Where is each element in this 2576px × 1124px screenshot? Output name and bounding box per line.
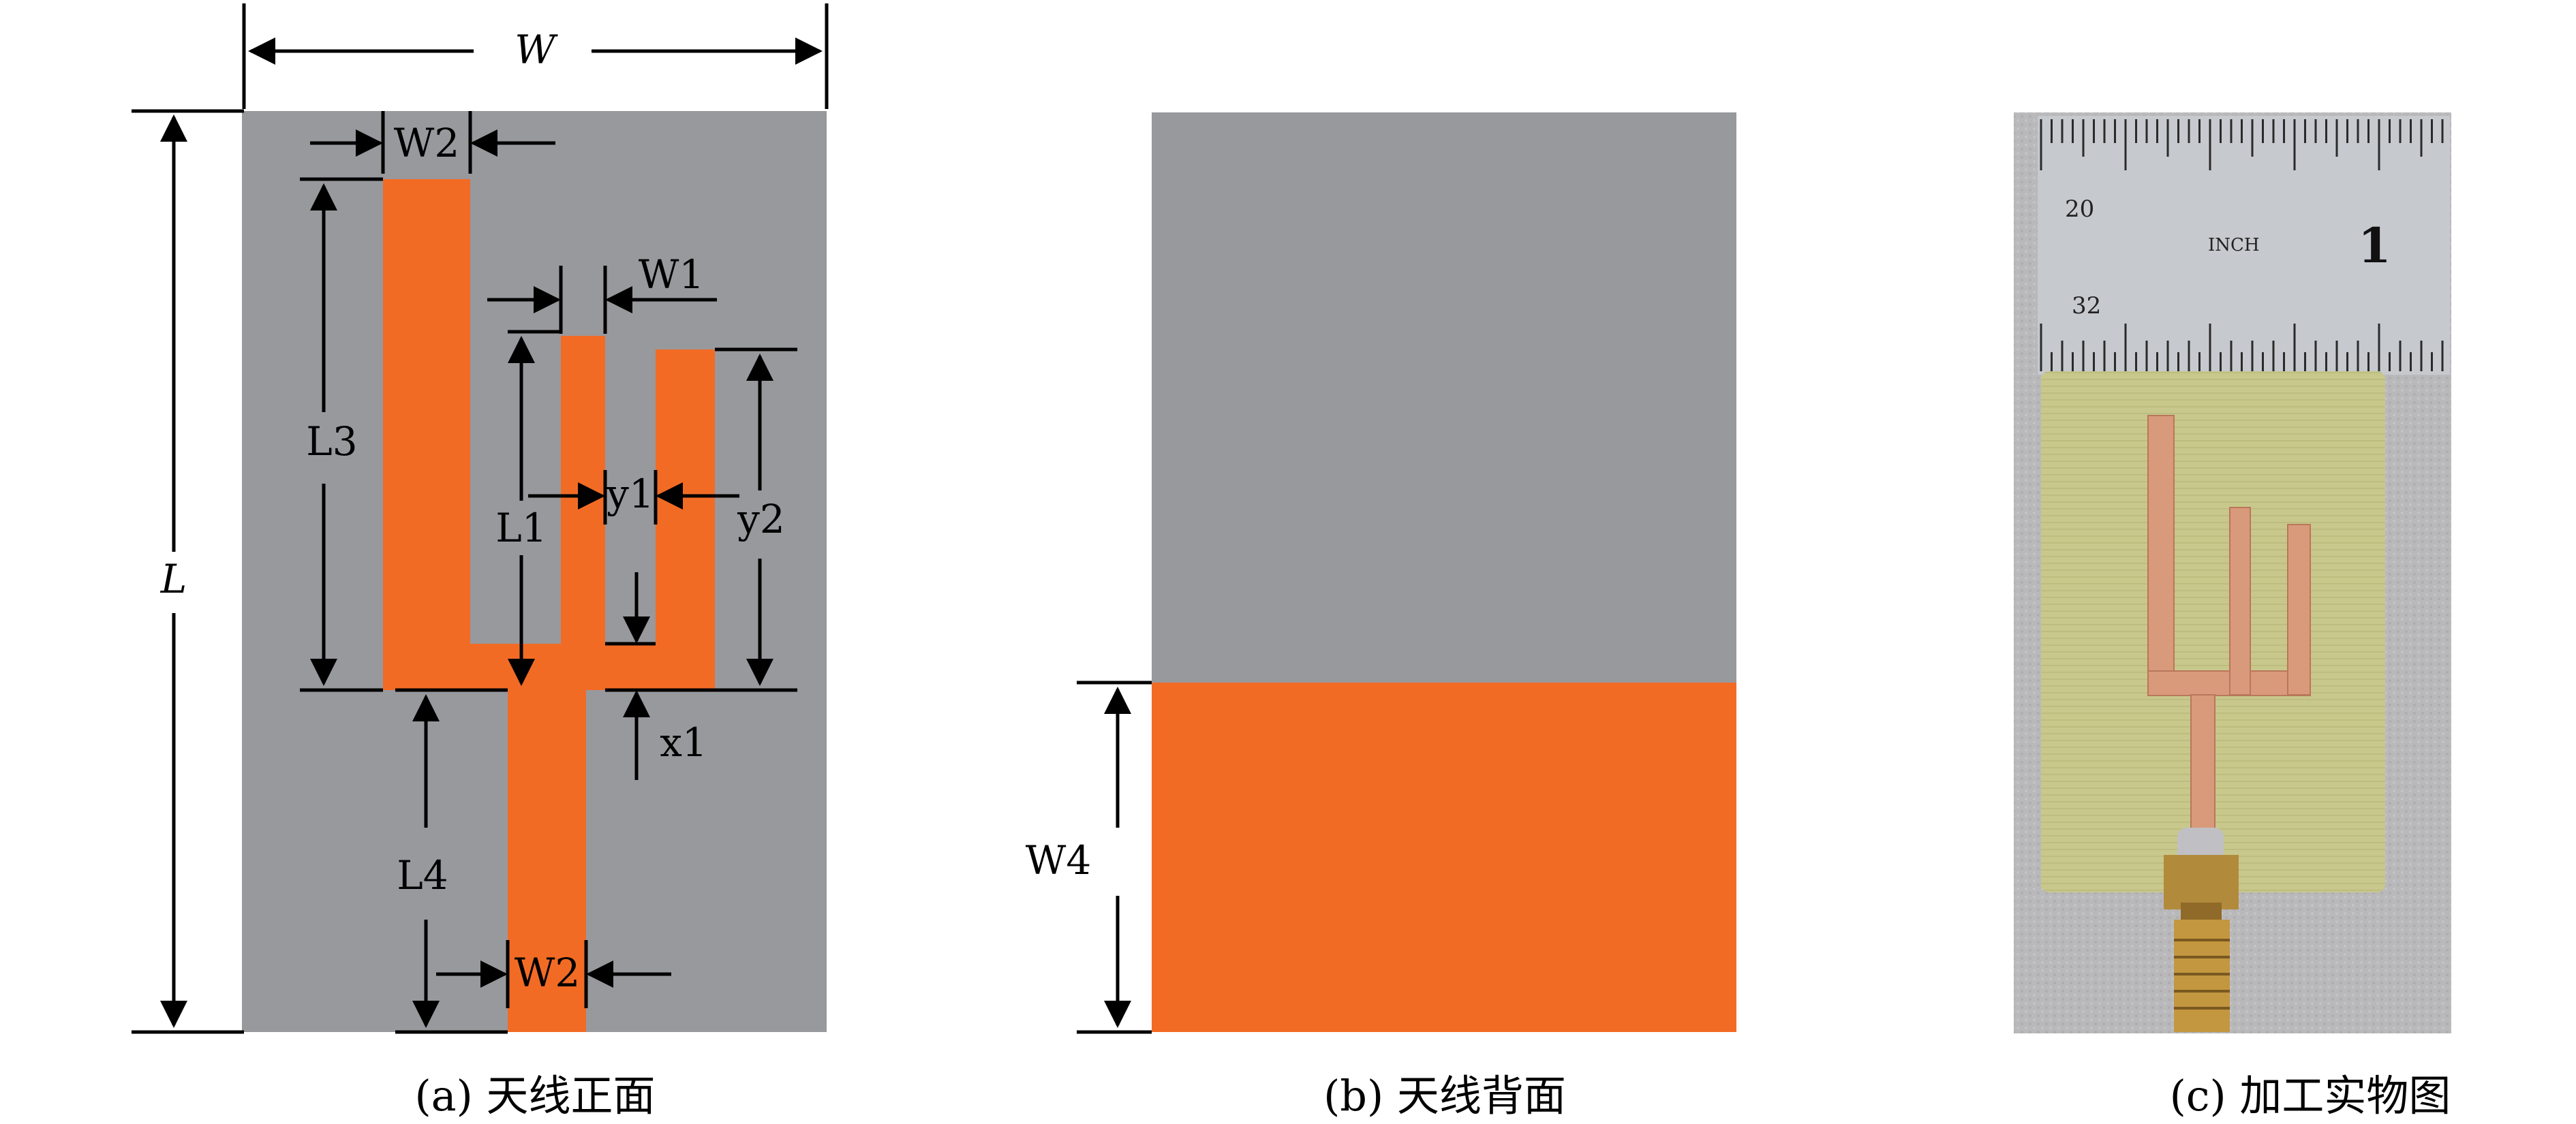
label-y2: y2 xyxy=(737,496,785,542)
fabricated-trace xyxy=(2147,415,2311,832)
dim-W2-bottom xyxy=(436,940,671,1008)
radiator-copper xyxy=(383,179,715,1032)
dim-W1 xyxy=(487,266,717,334)
panel-a-front: W L W2 W1 xyxy=(132,3,829,1121)
label-L: L xyxy=(160,556,187,602)
caption-c: (c) 加工实物图 xyxy=(2170,1071,2451,1121)
label-W2-bottom: W2 xyxy=(515,950,581,996)
dim-W4 xyxy=(1077,681,1152,1034)
dim-slot-depth xyxy=(605,572,656,646)
label-x1: x1 xyxy=(660,719,707,766)
caption-a: (a) 天线正面 xyxy=(414,1071,655,1121)
label-L1: L1 xyxy=(495,505,547,551)
panel-b-back: W4 (b) 天线背面 xyxy=(1026,112,1736,1121)
label-W1: W1 xyxy=(639,251,705,298)
ruler: 20 32 INCH 1 xyxy=(2038,116,2450,375)
dim-L1 xyxy=(508,330,561,686)
ruler-number-32: 32 xyxy=(2072,292,2101,319)
dim-x1 xyxy=(605,688,715,780)
feed-line xyxy=(508,690,586,1032)
dim-L xyxy=(132,109,244,1034)
label-y1: y1 xyxy=(606,471,654,517)
ground-plane xyxy=(1152,683,1736,1032)
dim-W2-top xyxy=(310,111,555,174)
dim-y2 xyxy=(715,347,797,692)
label-L3: L3 xyxy=(306,418,357,465)
dim-L4 xyxy=(395,688,508,1034)
ruler-inch-label: INCH xyxy=(2208,235,2260,255)
ruler-number-20: 20 xyxy=(2065,196,2094,223)
label-W2-top: W2 xyxy=(394,120,460,166)
label-W: W xyxy=(515,27,558,73)
sma-connector xyxy=(2164,828,2239,1032)
ruler-one: 1 xyxy=(2358,217,2391,274)
dim-L3 xyxy=(300,177,383,692)
dim-W xyxy=(242,3,829,109)
panel-c-photo: 20 32 INCH 1 xyxy=(2014,112,2451,1121)
dim-y1 xyxy=(528,470,739,525)
fr4-board xyxy=(2041,371,2385,892)
caption-b: (b) 天线背面 xyxy=(1323,1071,1566,1121)
label-W4: W4 xyxy=(1026,837,1092,884)
label-L4: L4 xyxy=(397,852,448,899)
